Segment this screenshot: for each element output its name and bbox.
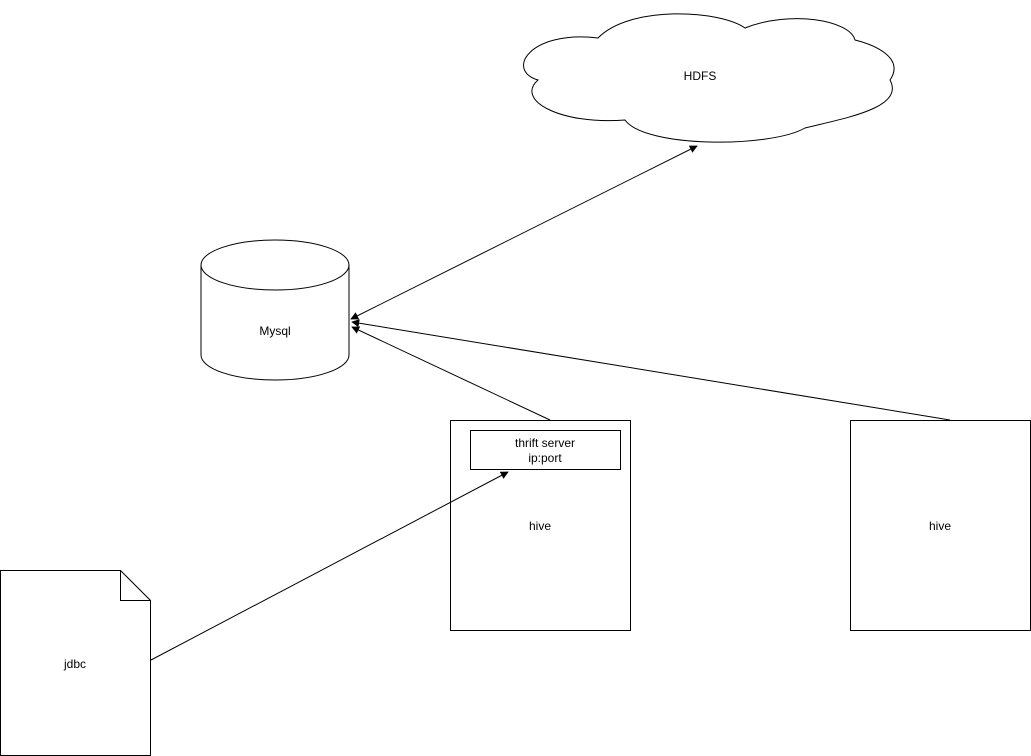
thrift-server-label: thrift server xyxy=(515,436,575,450)
thrift-server-box xyxy=(470,430,621,470)
edge-hive-left-mysql xyxy=(351,326,551,421)
edge-hive-right-mysql xyxy=(351,319,951,421)
cylinder-top xyxy=(200,239,350,291)
document-fold xyxy=(120,570,151,601)
hdfs-label: HDFS xyxy=(684,69,717,83)
thrift-address-label: ip:port xyxy=(528,451,562,465)
hive-right-label: hive xyxy=(929,519,951,533)
cylinder-body xyxy=(200,265,350,381)
hdfs-cloud-node[interactable]: HDFS xyxy=(523,13,895,143)
hive-right-box xyxy=(850,420,1031,631)
edge-mysql-hdfs xyxy=(350,145,698,320)
hive-left-label: hive xyxy=(529,519,551,533)
edge-jdbc-thrift xyxy=(150,471,509,661)
jdbc-label: jdbc xyxy=(63,657,86,671)
document-shape xyxy=(0,570,151,756)
jdbc-document-node[interactable]: jdbc xyxy=(0,570,151,756)
mysql-database-node[interactable]: Mysql xyxy=(200,239,350,381)
thrift-server-node[interactable]: thrift server ip:port xyxy=(470,430,621,470)
mysql-label: Mysql xyxy=(259,324,290,338)
hive-right-node[interactable]: hive xyxy=(850,420,1031,631)
cloud-shape xyxy=(523,13,895,143)
